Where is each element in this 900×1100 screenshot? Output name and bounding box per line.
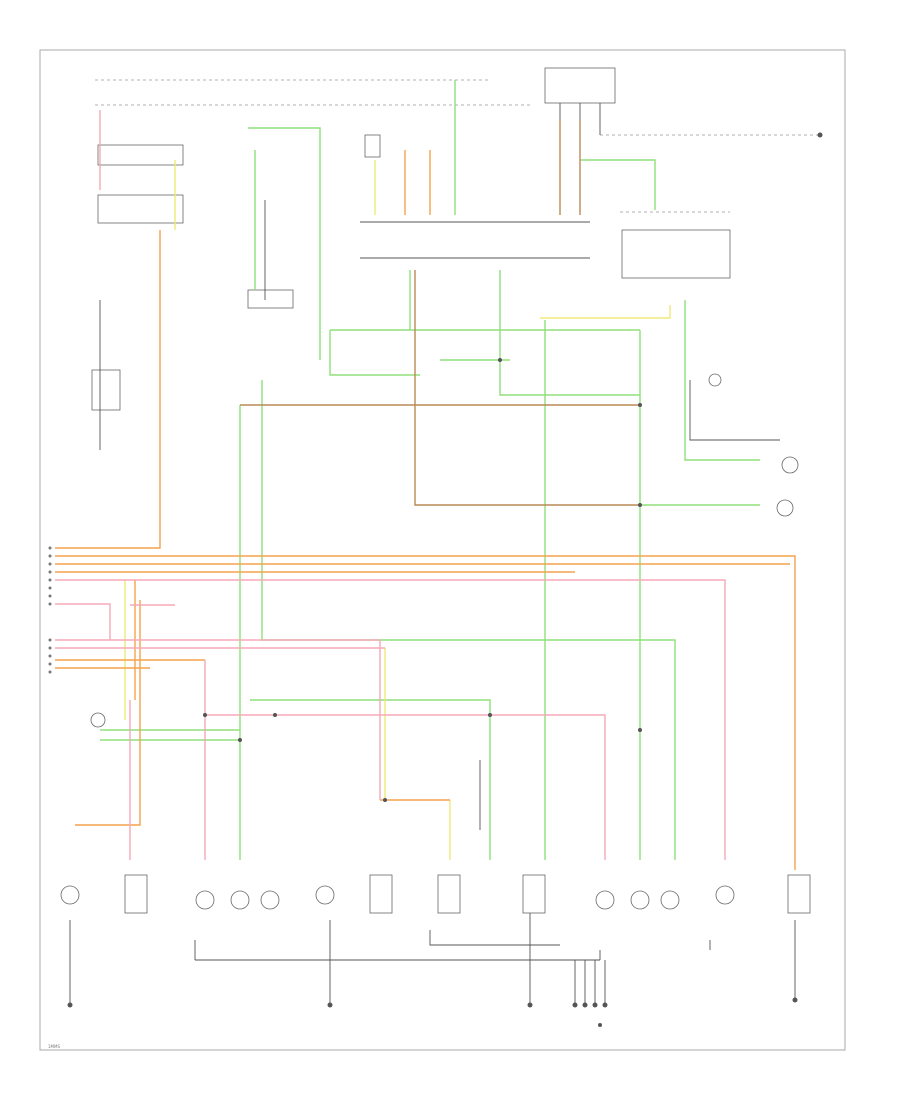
bulb-icon — [260, 890, 280, 910]
switch-housing — [97, 144, 184, 166]
relay-coil — [247, 289, 294, 309]
ground-icon — [602, 1002, 608, 1008]
bulb-icon — [630, 890, 650, 910]
bulb-icon — [708, 373, 722, 387]
bulb-icon — [60, 885, 80, 905]
ground-icon — [327, 1002, 333, 1008]
bulb-icon — [230, 890, 250, 910]
lamp-row — [60, 373, 811, 914]
bulb-icon — [776, 499, 794, 517]
left-connector-stack — [48, 546, 52, 674]
relay-box — [621, 229, 731, 279]
bulb-icon — [781, 456, 799, 474]
connector-icon — [522, 874, 546, 914]
splice-points — [203, 358, 642, 1027]
ground-icon — [67, 1002, 73, 1008]
connector-icon — [124, 874, 148, 914]
bulb-icon — [90, 712, 106, 728]
yellow-wires — [124, 160, 671, 860]
pink-wires — [55, 110, 726, 860]
bulb-icon — [315, 885, 335, 905]
ground-wires — [69, 200, 796, 1005]
ground-icon — [592, 1002, 598, 1008]
ground-icon — [792, 997, 798, 1003]
ground-points — [67, 132, 823, 1008]
ground-icon — [817, 132, 823, 138]
switch-housing-2 — [97, 194, 184, 224]
power-distribution — [91, 67, 820, 411]
fuse-small — [364, 134, 381, 158]
bulb-icon — [715, 885, 735, 905]
brown-wires — [240, 120, 640, 506]
connector-icon — [787, 874, 811, 914]
diagram-border — [39, 49, 846, 1051]
bulb-icon — [195, 890, 215, 910]
green-wires — [100, 80, 760, 860]
page-code: 1MMS — [48, 1044, 60, 1049]
ground-icon — [572, 1002, 578, 1008]
connector-icon — [369, 874, 393, 914]
flasher-unit — [91, 369, 121, 411]
ground-icon — [582, 1002, 588, 1008]
fuse-box — [544, 67, 616, 104]
bulb-icon — [595, 890, 615, 910]
connector-icon — [437, 874, 461, 914]
ground-icon — [527, 1002, 533, 1008]
orange-wires — [55, 150, 796, 870]
bulb-icon — [660, 890, 680, 910]
